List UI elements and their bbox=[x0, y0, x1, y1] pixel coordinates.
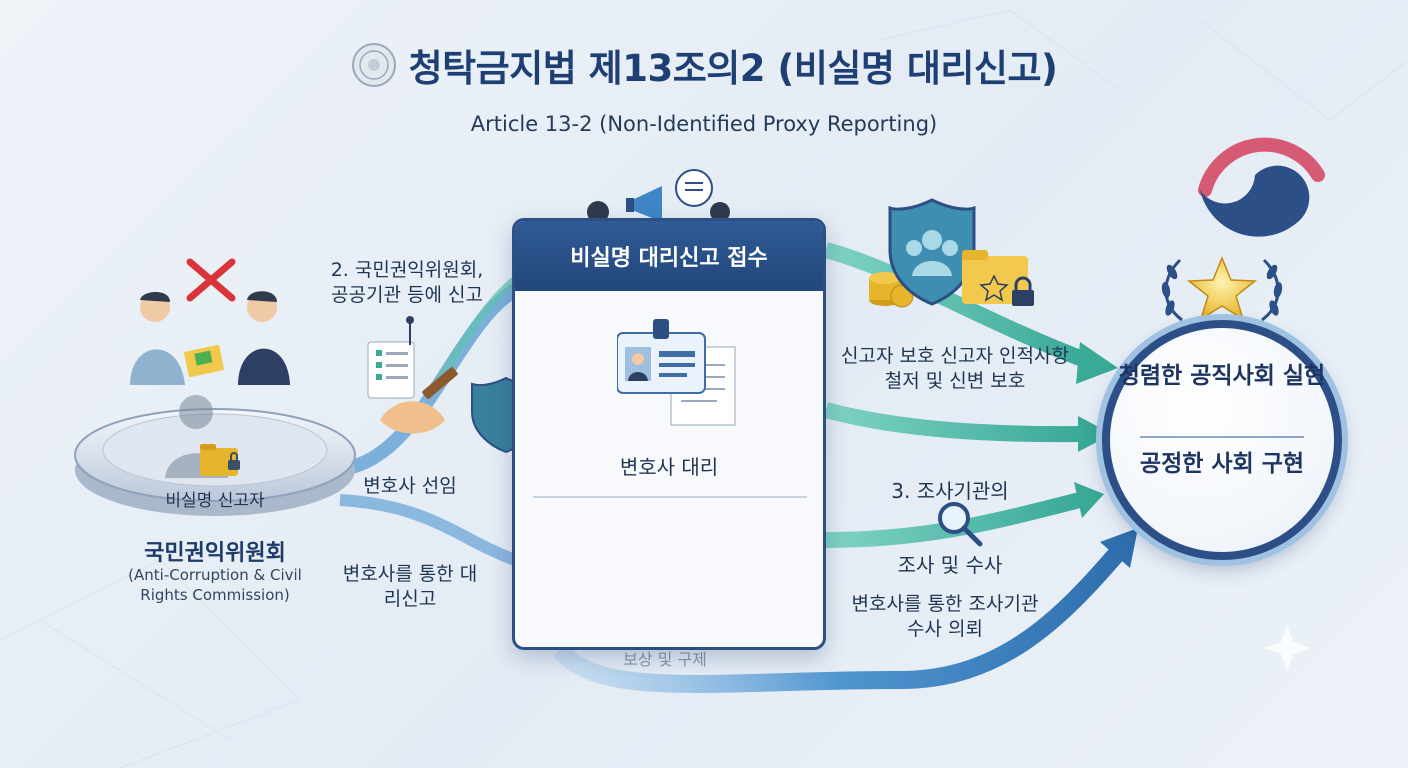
seal-icon bbox=[351, 43, 396, 87]
goal-divider bbox=[1140, 436, 1304, 438]
title-area: 청탁금지법 제13조의2 (비실명 대리신고) bbox=[0, 38, 1408, 92]
panel-divider bbox=[533, 496, 807, 498]
investigation-request-text: 변호사를 통한 조사기관 수사 의뢰 bbox=[851, 593, 1039, 640]
step-hire-lawyer: 변호사 선임 bbox=[363, 475, 457, 497]
commission-english-name: (Anti-Corruption & Civil Rights Commissi… bbox=[128, 566, 302, 604]
page-title: 청탁금지법 제13조의2 (비실명 대리신고) bbox=[351, 38, 1058, 92]
commission-name: 국민권익위원회 bbox=[144, 541, 286, 566]
proxy-report-intake-panel: 비실명 대리신고 접수 변호사 대리 bbox=[512, 218, 826, 650]
step-report-to-agencies: 2. 국민권익위원회, 공공기관 등에 신고 bbox=[330, 259, 484, 306]
page-subtitle: Article 13-2 (Non-Identified Proxy Repor… bbox=[470, 112, 938, 136]
goal-integrity-text: 청렴한 공직사회 실현 bbox=[1118, 363, 1326, 389]
step-proxy-report: 변호사를 통한 대리신고 bbox=[342, 563, 478, 610]
title-text: 청탁금지법 제13조의2 (비실명 대리신고) bbox=[408, 47, 1058, 90]
goal-circle: 청렴한 공직사회 실현 공정한 사회 구현 bbox=[1102, 320, 1342, 560]
compensation-relief-label: 보상 및 구제 bbox=[623, 650, 707, 669]
lawyer-id-card-icon bbox=[617, 319, 736, 426]
panel-header: 비실명 대리신고 접수 bbox=[515, 221, 823, 291]
goal-fair-society-text: 공정한 사회 구현 bbox=[1139, 451, 1305, 477]
reporter-label: 비실명 신고자 bbox=[165, 491, 265, 511]
lawyer-proxy-label: 변호사 대리 bbox=[619, 455, 719, 479]
investigation-main-label: 조사 및 수사 bbox=[897, 553, 1003, 577]
investigation-title: 3. 조사기관의 bbox=[891, 479, 1009, 503]
reporter-protection-text: 신고자 보호 신고자 인적사항 철저 및 신변 보호 bbox=[841, 345, 1069, 392]
